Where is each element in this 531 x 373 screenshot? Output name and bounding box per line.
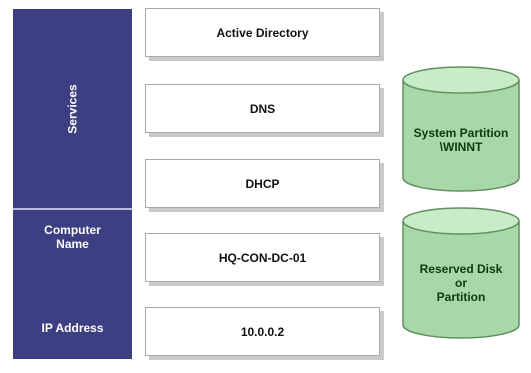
ip-address-label: IP Address [41,321,104,335]
reserved-disk-line3: Partition [436,290,486,304]
system-partition-line1: System Partition [413,126,509,140]
reserved-disk-label: Reserved Disk or Partition [402,262,520,304]
reserved-disk: Reserved Disk or Partition [402,207,520,341]
sidebar-divider [13,208,132,210]
reserved-disk-line1: Reserved Disk [419,262,503,276]
computer-name-label: Computer Name [13,223,132,251]
dhcp-box: DHCP [145,159,380,208]
system-partition-line2: \WINNT [439,140,483,154]
ip-address-box: 10.0.0.2 [145,307,380,356]
services-text: Services [65,84,80,134]
reserved-disk-cylinder-icon [402,207,520,339]
system-partition-label: System Partition \WINNT [402,126,520,154]
system-disk-cylinder-icon [402,66,520,192]
sidebar-panel: Services Computer Name IP Address [13,9,132,359]
system-partition-disk: System Partition \WINNT [402,66,520,194]
computer-name-line2: Name [56,237,89,251]
computer-name-line1: Computer [44,223,101,237]
services-label: Services [13,39,132,179]
computer-name-box: HQ-CON-DC-01 [145,233,380,282]
reserved-disk-line2: or [455,276,467,290]
dns-box: DNS [145,84,380,133]
active-directory-box: Active Directory [145,8,380,57]
